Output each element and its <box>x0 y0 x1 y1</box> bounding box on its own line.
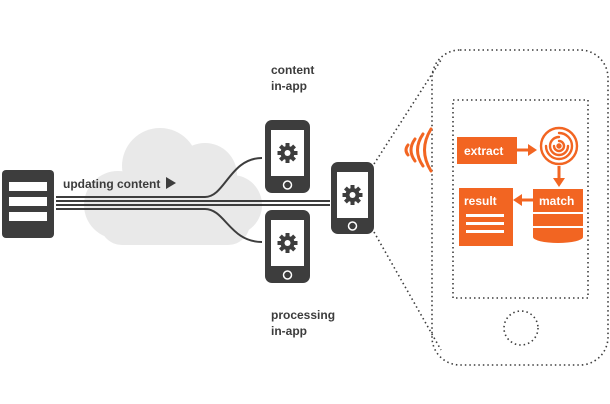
match-step: match <box>533 189 583 212</box>
result-label: result <box>464 194 497 208</box>
content-in-app-label-line2: in-app <box>271 79 307 93</box>
play-arrow-icon <box>166 177 176 189</box>
arrow-extract-to-fingerprint <box>517 144 537 156</box>
match-label: match <box>539 194 574 208</box>
content-in-app-label-line1: content <box>271 63 314 77</box>
database-icon <box>533 214 583 243</box>
processing-in-app-label-line1: processing <box>271 308 335 322</box>
extract-step: extract <box>457 137 517 164</box>
extract-label: extract <box>464 144 503 158</box>
zoom-lines <box>373 59 442 351</box>
phone-content-icon <box>265 120 310 193</box>
arrow-fingerprint-to-match <box>553 166 565 187</box>
server-icon <box>2 170 54 238</box>
signal-waves-icon <box>404 127 433 173</box>
arrow-match-to-result <box>513 194 533 206</box>
phone-hub-icon <box>331 162 374 234</box>
large-phone-outline <box>431 49 609 366</box>
document-icon <box>466 214 504 233</box>
updating-content-label: updating content <box>63 177 160 191</box>
connection-lines <box>56 157 330 243</box>
fingerprint-spiral-icon <box>539 126 579 166</box>
result-step: result <box>459 188 513 246</box>
processing-in-app-label-line2: in-app <box>271 324 307 338</box>
phone-processing-icon <box>265 210 310 283</box>
